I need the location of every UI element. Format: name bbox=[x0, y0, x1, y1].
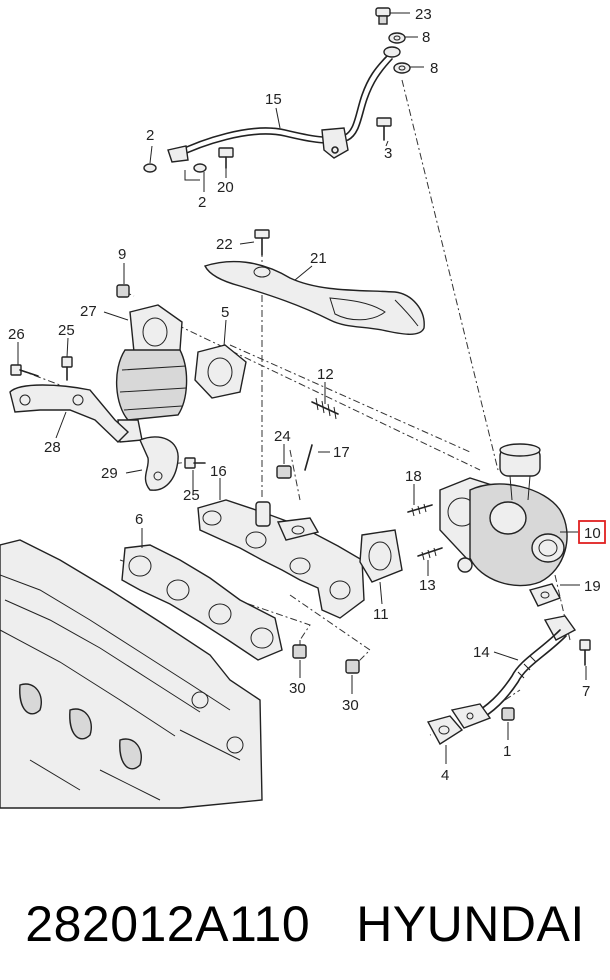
callout-29: 29 bbox=[101, 465, 118, 482]
bracket-28 bbox=[9, 384, 130, 443]
gasket-8-upper bbox=[388, 32, 406, 44]
stud-17 bbox=[304, 444, 313, 471]
part-number: 282012A110 bbox=[25, 896, 311, 952]
highlight-box bbox=[578, 520, 606, 544]
part-caption: 282012A110 HYUNDAI bbox=[0, 868, 610, 980]
nut-30b bbox=[345, 659, 360, 674]
callout-6: 6 bbox=[135, 511, 143, 528]
gasket-4 bbox=[426, 715, 464, 745]
callout-1: 1 bbox=[503, 743, 511, 760]
nut-30a bbox=[292, 644, 307, 659]
washer-2b bbox=[184, 163, 207, 181]
callout-3: 3 bbox=[384, 145, 392, 162]
callout-5: 5 bbox=[221, 304, 229, 321]
callout-22: 22 bbox=[216, 236, 233, 253]
callout-30-left: 30 bbox=[289, 680, 306, 697]
gasket-11 bbox=[359, 529, 403, 583]
plug-23 bbox=[375, 7, 391, 25]
bracket-29 bbox=[139, 436, 179, 491]
nut-1 bbox=[501, 707, 515, 721]
washer-2a bbox=[143, 163, 157, 173]
oil-feed-pipe bbox=[167, 46, 401, 163]
stud-13 bbox=[417, 547, 443, 561]
callout-15: 15 bbox=[265, 91, 282, 108]
callout-19: 19 bbox=[584, 578, 601, 595]
callout-27: 27 bbox=[80, 303, 97, 320]
gasket-5 bbox=[194, 344, 247, 399]
brand-name: HYUNDAI bbox=[356, 896, 585, 952]
callout-30-right: 30 bbox=[342, 697, 359, 714]
callout-28: 28 bbox=[44, 439, 61, 456]
callout-numbers: 23 8 8 15 2 3 20 2 22 21 9 27 5 26 25 12… bbox=[8, 6, 601, 784]
stud-18 bbox=[407, 503, 433, 517]
bolt-26 bbox=[10, 364, 39, 377]
callout-18: 18 bbox=[405, 468, 422, 485]
callout-7: 7 bbox=[582, 683, 590, 700]
callout-23: 23 bbox=[415, 6, 432, 23]
callout-8-lower: 8 bbox=[430, 60, 438, 77]
callout-9: 9 bbox=[118, 246, 126, 263]
callout-21: 21 bbox=[310, 250, 327, 267]
callout-11: 11 bbox=[373, 606, 389, 623]
callout-16: 16 bbox=[210, 463, 227, 480]
catalytic-converter bbox=[115, 304, 188, 443]
callout-26: 26 bbox=[8, 326, 25, 343]
gasket-8-lower bbox=[393, 62, 411, 74]
leader-lines bbox=[17, 12, 587, 764]
heat-shield bbox=[204, 260, 425, 335]
bolt-3 bbox=[376, 117, 392, 141]
callout-25-lower: 25 bbox=[183, 487, 200, 504]
nut-24 bbox=[276, 465, 292, 479]
callout-25-upper: 25 bbox=[58, 322, 75, 339]
gasket-19 bbox=[528, 583, 562, 607]
callout-14: 14 bbox=[473, 644, 490, 661]
exploded-parts-diagram: 23 8 8 15 2 3 20 2 22 21 9 27 5 26 25 12… bbox=[0, 6, 606, 809]
bolt-20 bbox=[218, 147, 234, 169]
manifold-gasket-6 bbox=[121, 544, 283, 661]
callout-10: 10 bbox=[584, 525, 601, 542]
callout-2-upper: 2 bbox=[146, 127, 154, 144]
bolt-22 bbox=[254, 229, 270, 256]
bolt-7 bbox=[579, 639, 591, 666]
engine-block bbox=[0, 539, 263, 809]
callout-2-lower: 2 bbox=[198, 194, 206, 211]
callout-4: 4 bbox=[441, 767, 449, 784]
bolt-25b bbox=[184, 457, 206, 469]
callout-24: 24 bbox=[274, 428, 291, 445]
callout-17: 17 bbox=[333, 444, 350, 461]
nut-9 bbox=[116, 284, 130, 298]
callout-8-upper: 8 bbox=[422, 29, 430, 46]
stud-12 bbox=[311, 397, 339, 420]
exhaust-manifold bbox=[197, 499, 365, 619]
oil-drain-pipe bbox=[450, 615, 577, 729]
turbocharger bbox=[439, 443, 568, 587]
bolt-25a bbox=[61, 356, 73, 381]
callout-20: 20 bbox=[217, 179, 234, 196]
callout-13: 13 bbox=[419, 577, 436, 594]
callout-12: 12 bbox=[317, 366, 334, 383]
